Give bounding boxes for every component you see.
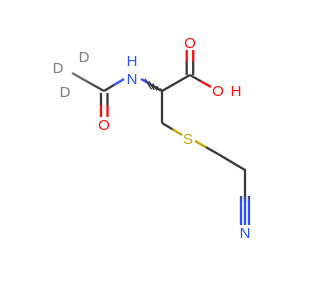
bond-ch2-s [161, 122, 183, 136]
atom-labels: D D D N H O O O H S N [53, 35, 251, 242]
bond-ch2-ch2 [217, 153, 246, 171]
bond-alpha-acid [161, 74, 191, 92]
hydroxyl-o-label: O [212, 83, 224, 100]
bond-carbonyl-n [103, 78, 125, 92]
deuterium-label: D [79, 49, 90, 66]
molecule-structure: D D D N H O O O H S N [53, 35, 251, 242]
bond-acid-oh [189, 74, 212, 88]
nitrile-n-label: N [240, 225, 251, 242]
bond-cd3-carbonyl [71, 71, 105, 93]
bond-s-ch2 [194, 139, 219, 156]
carbonyl-o-label: O [98, 117, 110, 134]
deuterium-label: D [60, 84, 71, 101]
acid-carbonyl-o-label: O [184, 35, 196, 52]
amide-h-label: H [127, 53, 138, 70]
sulfur-label: S [183, 131, 193, 148]
amide-n-label: N [127, 71, 138, 88]
deuterium-label: D [53, 60, 64, 77]
stereo-hash-wedge [144, 78, 164, 92]
hydroxyl-h-label: H [231, 83, 242, 100]
bonds [71, 50, 251, 225]
